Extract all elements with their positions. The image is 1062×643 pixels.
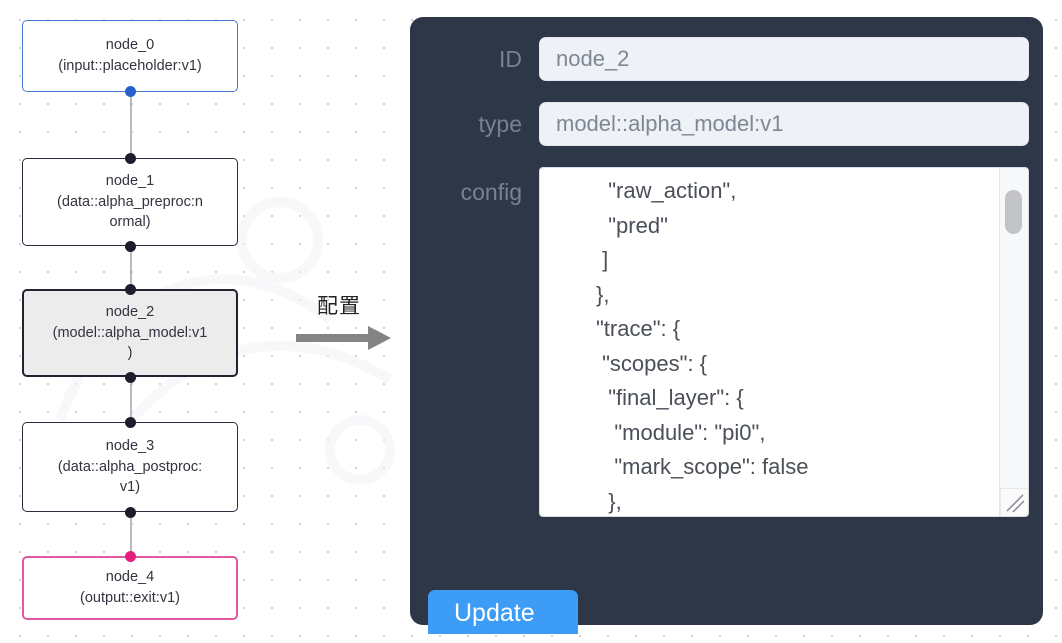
edge-1-2 — [130, 246, 132, 294]
port-dot-node_1-out[interactable] — [125, 241, 136, 252]
right-arrow-icon — [296, 326, 391, 350]
node-2-text: node_2(model::alpha_model:v1) — [52, 304, 208, 362]
port-dot-node_3-in[interactable] — [125, 417, 136, 428]
node-4-text: node_4(output::exit:v1) — [80, 569, 180, 606]
config-textarea[interactable]: "raw_action", "pred" ] }, "trace": { "sc… — [596, 178, 809, 514]
port-dot-node_4-in[interactable] — [125, 551, 136, 562]
port-dot-node_2-in[interactable] — [125, 284, 136, 295]
id-label: ID — [499, 46, 522, 72]
update-button[interactable]: Update — [428, 590, 578, 634]
node-config-panel: ID node_2 type model::alpha_model:v1 con… — [410, 17, 1043, 634]
resize-handle-icon[interactable] — [1000, 488, 1027, 515]
node-0-text: node_0(input::placeholder:v1) — [58, 37, 202, 74]
graph-node-node_4[interactable]: node_4(output::exit:v1) — [22, 556, 238, 620]
config-textarea-wrapper[interactable]: "raw_action", "pred" ] }, "trace": { "sc… — [539, 167, 1029, 517]
edge-2-3 — [130, 377, 132, 422]
graph-node-node_3[interactable]: node_3(data::alpha_postproc:v1) — [22, 422, 238, 512]
annotation-label: 配置 — [317, 295, 361, 318]
graph-node-node_2[interactable]: node_2(model::alpha_model:v1) — [22, 289, 238, 377]
graph-node-node_0[interactable]: node_0(input::placeholder:v1) — [22, 20, 238, 92]
config-label: config — [460, 179, 522, 205]
annotation-group: 配置 — [286, 296, 396, 356]
config-scrollbar-thumb[interactable] — [1005, 190, 1022, 234]
type-input[interactable]: model::alpha_model:v1 — [539, 102, 1029, 146]
id-input[interactable]: node_2 — [539, 37, 1029, 81]
type-label: type — [478, 111, 522, 137]
field-row-type: type model::alpha_model:v1 — [424, 102, 1029, 146]
port-dot-node_3-out[interactable] — [125, 507, 136, 518]
edge-0-1 — [130, 91, 132, 159]
node-3-text: node_3(data::alpha_postproc:v1) — [57, 438, 203, 496]
port-dot-node_1-in[interactable] — [125, 153, 136, 164]
field-row-config: config "raw_action", "pred" ] }, "trace"… — [424, 167, 1029, 517]
field-row-id: ID node_2 — [424, 37, 1029, 81]
port-dot-node_2-out[interactable] — [125, 372, 136, 383]
edge-3-4 — [130, 512, 132, 556]
port-dot-node_0-out[interactable] — [125, 86, 136, 97]
config-scrollbar-track[interactable] — [999, 168, 1028, 516]
